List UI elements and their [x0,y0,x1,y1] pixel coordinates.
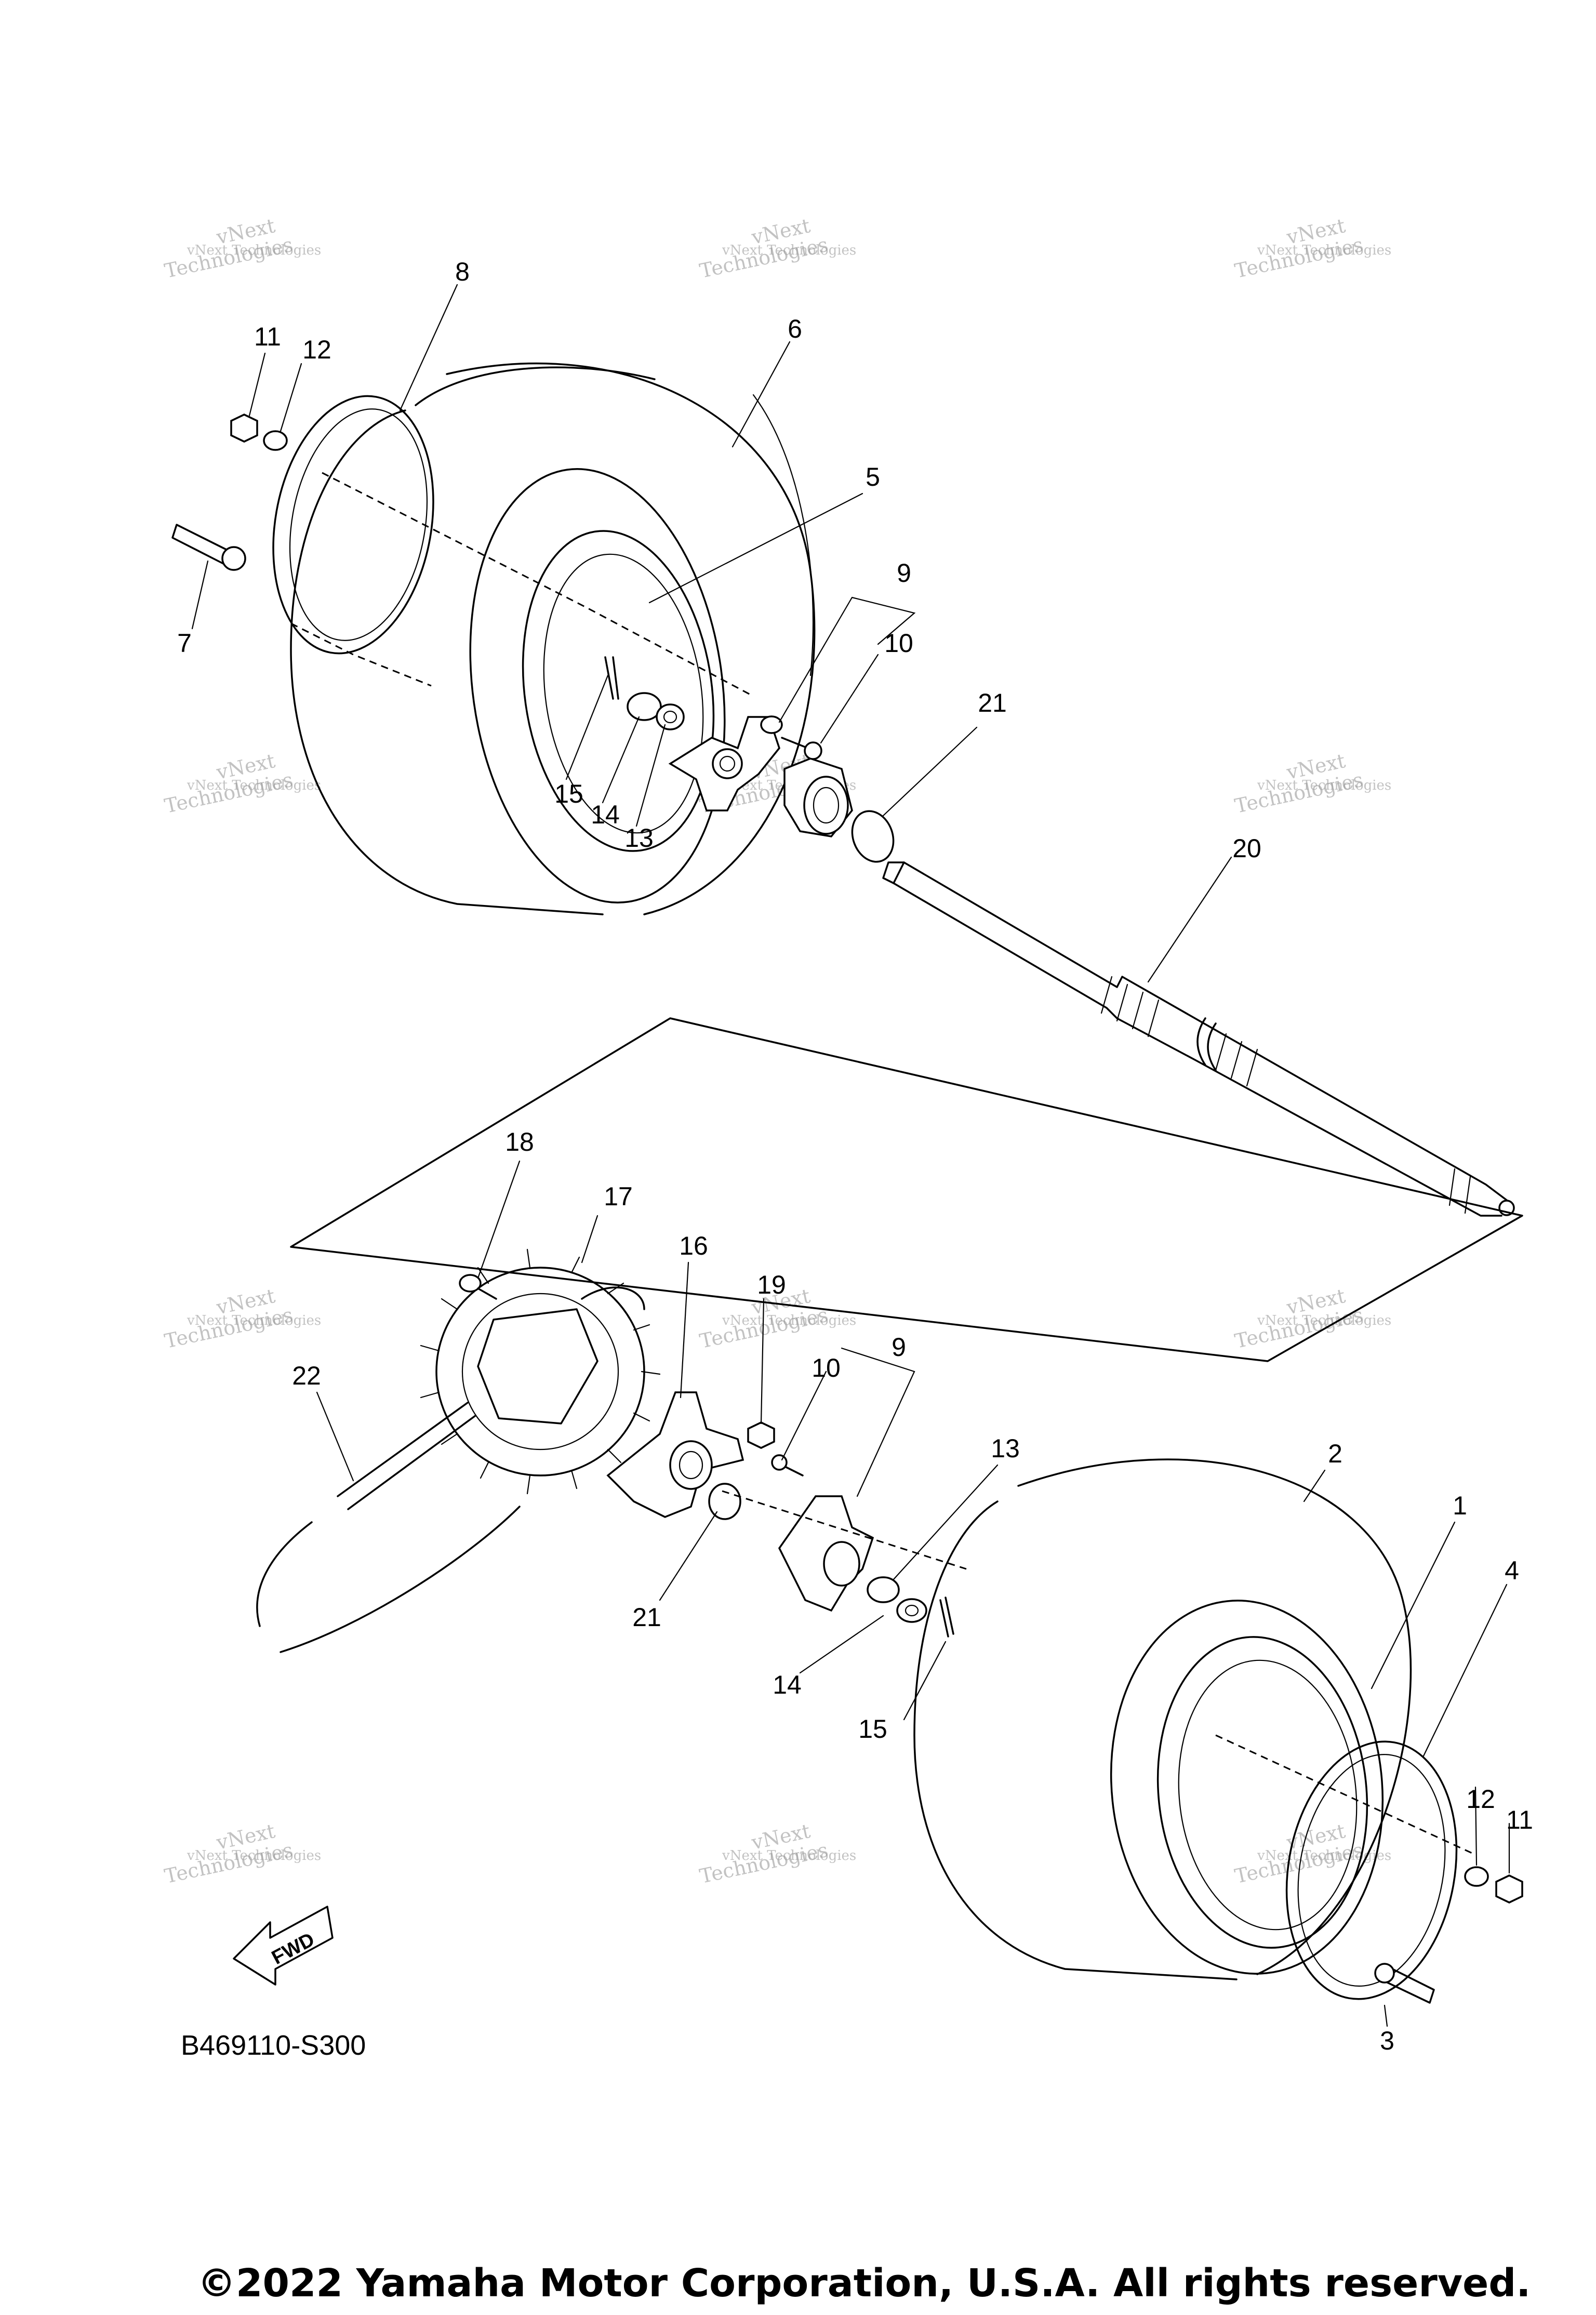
callout-20: 20 [1232,834,1261,863]
lower-rim-ring [1285,1740,1458,2000]
upper-hub-flange [783,757,853,837]
svg-text:vNext Technologies: vNext Technologies [722,243,856,258]
leader-lines [191,284,1510,2027]
callout-21: 21 [632,1603,661,1632]
callout-22: 22 [292,1361,321,1390]
svg-text:vNext Technologies: vNext Technologies [722,1313,856,1328]
sprocket [420,1248,661,1495]
callout-18: 18 [505,1127,534,1156]
upper-nut-washer [230,414,288,451]
callout-9: 9 [892,1333,906,1362]
watermark: vNext Technologies Technologies vNext [1233,1284,1392,1353]
callout-11: 11 [1506,1805,1533,1834]
upper-hub [668,716,780,811]
callout-13: 13 [624,823,654,853]
watermark: vNext Technologies Technologies vNext [1233,214,1392,283]
callout-11: 11 [254,322,281,351]
callout-12: 12 [1466,1785,1495,1814]
callout-9: 9 [897,558,911,588]
callout-2: 2 [1328,1439,1342,1468]
callout-10: 10 [884,629,913,658]
callout-15: 15 [858,1714,887,1744]
upper-small-parts [604,656,685,730]
lower-hub-wheel-side [778,1495,874,1612]
svg-text:vNext Technologies: vNext Technologies [1257,778,1391,793]
callout-15: 15 [554,779,583,808]
callout-21: 21 [978,688,1007,717]
lower-hub-sprocket-side [606,1391,744,1518]
svg-text:vNext Technologies: vNext Technologies [187,1313,321,1328]
callout-3: 3 [1380,2026,1394,2055]
callout-12: 12 [302,335,331,364]
upper-valve-stem [171,524,246,571]
upper-o-ring [851,810,895,863]
lower-nut-bolt [747,1421,804,1476]
callout-17: 17 [604,1182,633,1211]
assembly-outline [290,1017,1523,1362]
lower-tire [913,1458,1412,1980]
sprocket-bolt [459,1274,497,1300]
watermark: vNext Technologies Technologies vNext [163,214,322,283]
watermark-group: vNext Technologies Technologies vNext vN… [163,214,1392,1888]
svg-text:vNext Technologies: vNext Technologies [187,778,321,793]
callout-1: 1 [1453,1491,1467,1520]
watermark: vNext Technologies Technologies vNext [163,1819,322,1888]
lower-o-ring [708,1483,741,1520]
lower-nut-washer [1464,1866,1523,1904]
callout-8: 8 [455,257,470,286]
watermark: vNext Technologies Technologies vNext [163,749,322,818]
callout-5: 5 [866,462,880,491]
watermark: vNext Technologies Technologies vNext [698,1819,857,1888]
lower-small-parts [867,1576,954,1638]
drive-chain [256,1286,645,1653]
upper-rim-ring [272,395,434,655]
watermark: vNext Technologies Technologies vNext [1233,749,1392,818]
svg-text:vNext Technologies: vNext Technologies [1257,243,1391,258]
callout-7: 7 [177,629,192,658]
axle-shaft [882,861,1515,1217]
fwd-arrow-icon: FWD [233,1906,334,1986]
copyright-notice: ©2022 Yamaha Motor Corporation, U.S.A. A… [197,2261,1531,2306]
callout-14: 14 [773,1670,802,1699]
callout-10: 10 [812,1353,841,1382]
svg-text:vNext Technologies: vNext Technologies [187,243,321,258]
watermark: vNext Technologies Technologies vNext [698,214,857,283]
callout-19: 19 [757,1270,786,1299]
upper-bolt [760,715,822,760]
svg-text:vNext Technologies: vNext Technologies [187,1848,321,1864]
callout-4: 4 [1505,1556,1519,1585]
callout-13: 13 [991,1434,1020,1463]
upper-tire [290,362,816,915]
watermark: vNext Technologies Technologies vNext [163,1284,322,1353]
svg-text:vNext Technologies: vNext Technologies [1257,1313,1391,1328]
lower-valve-stem [1374,1963,1435,2004]
callout-labels: 8 11 12 6 5 7 9 10 21 15 14 13 20 18 17 … [177,257,1533,2055]
callout-16: 16 [679,1231,708,1260]
diagram-code: B469110-S300 [181,2030,366,2061]
svg-text:vNext Technologies: vNext Technologies [722,1848,856,1864]
callout-6: 6 [788,314,802,343]
callout-14: 14 [591,800,620,829]
